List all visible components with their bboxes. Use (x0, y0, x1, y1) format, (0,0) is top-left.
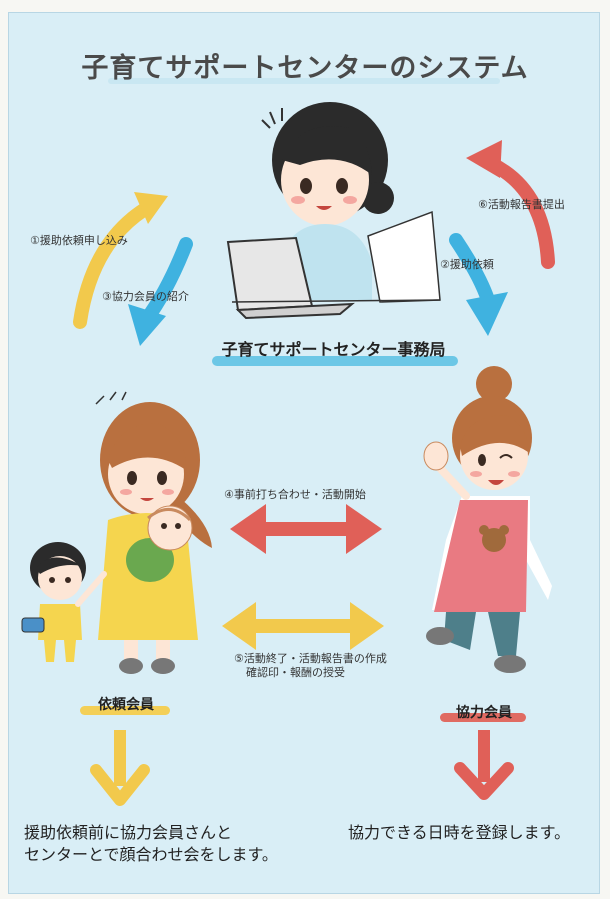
office-worker-illustration (261, 102, 394, 300)
helper-label-highlight (440, 713, 526, 722)
helper-woman-illustration (423, 366, 552, 673)
arrow-completion (222, 602, 384, 650)
desk-line (231, 299, 441, 303)
arrow-meeting (230, 504, 382, 554)
arrow-report (485, 157, 555, 269)
document-icon (367, 210, 441, 303)
office-label-highlight (212, 356, 458, 366)
laptop-icon (226, 236, 355, 320)
mother-with-baby-illustration (95, 391, 212, 674)
step6-label: ⑥活動報告書提出 (478, 198, 565, 211)
requester-description-line2: センターとで顔合わせ会をします。 (24, 845, 278, 864)
step3-label: ③協力会員の紹介 (102, 290, 189, 303)
arrow-request (449, 233, 495, 307)
step5-label-line2: 確認印・報酬の授受 (246, 666, 345, 679)
arrow-apply (73, 199, 157, 329)
helper-description: 協力できる日時を登録します。 (348, 823, 571, 842)
arrow-down-helper (454, 730, 514, 800)
arrow-down-requester (90, 730, 150, 806)
requester-member-label: 依頼会員 (98, 697, 154, 713)
requester-description: 援助依頼前に協力会員さんと センターとで顔合わせ会をします。 (24, 822, 278, 866)
step2-label: ②援助依頼 (440, 258, 494, 271)
office-label: 子育てサポートセンター事務局 (221, 340, 446, 359)
helper-member-label: 協力会員 (456, 705, 512, 721)
step5-label-line1: ⑤活動終了・活動報告書の作成 (234, 652, 387, 665)
toddler-illustration (21, 542, 107, 662)
requester-description-line1: 援助依頼前に協力会員さんと (24, 823, 233, 842)
title-underline (108, 78, 500, 84)
requester-label-highlight (80, 706, 170, 715)
step1-label: ①援助依頼申し込み (30, 234, 128, 247)
arrow-introduce (139, 237, 193, 327)
page-title: 子育てサポートセンターのシステム (81, 53, 529, 84)
step4-label: ④事前打ち合わせ・活動開始 (224, 488, 366, 501)
